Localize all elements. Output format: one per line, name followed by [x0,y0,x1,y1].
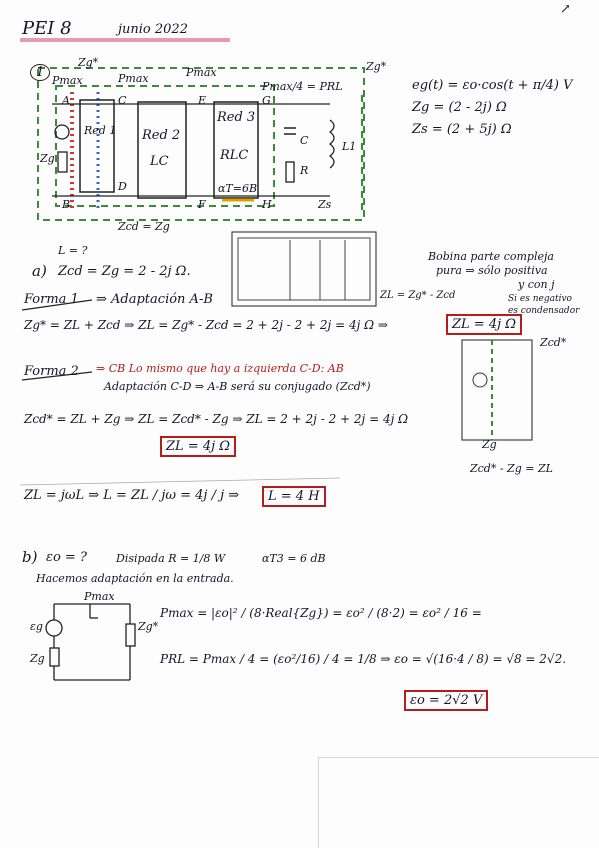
red2-type: LC [150,154,169,169]
forma2-label: Forma 2 [24,364,79,379]
pmax2-label: Pmax [118,72,149,85]
forma2-eq: Zcd* = ZL + Zg ⇒ ZL = Zcd* - Zg ⇒ ZL = 2… [24,412,409,426]
red3-label: Red 3 [217,110,256,125]
result-forma1: ZL = 4j Ω [446,314,523,335]
page-title: PEI 8 [22,18,72,39]
corner-mark: ↗ [560,2,571,17]
part-a-label: a) [32,262,47,280]
zs-label: Zs [318,198,332,211]
part-b-question: εo = ? [46,550,87,565]
problem-number: 1 [30,64,51,81]
side-note-5: es condensador [508,306,580,316]
zcd-eq-label: Zcd = Zg [118,220,170,233]
part-b-label: b) [22,548,38,566]
pmax4-label: Pmax/4 = PRL [262,80,343,93]
node-f-label: F [198,198,206,211]
side-note-1: Bobina parte compleja [428,250,554,263]
alpha-label: αT=6B [218,182,258,195]
zg-star-top-label: Zg* [78,56,99,69]
eq-prl: PRL = Pmax / 4 = (εo²/16) / 4 = 1/8 ⇒ εo… [160,652,567,666]
circ-pmax-label: Pmax [84,590,115,603]
part-b-given1: Disipada R = 1/8 W [116,552,226,565]
node-d-label: D [118,180,127,193]
eq-pmax: Pmax = |εo|² / (8·Real{Zg}) = εo² / (8·2… [160,606,482,620]
node-b-label: B [62,198,71,211]
cap-label: C [300,134,309,147]
ind-label: L1 [342,140,357,153]
node-g-label: G [262,94,271,107]
eq-zg: Zg = (2 - 2j) Ω [412,100,507,115]
zg-star-right-label: Zg* [366,60,387,73]
red3-type: RLC [220,148,249,163]
circ-eg-label: εg [30,620,43,633]
side-note-4: Si es negativo [508,294,572,304]
eq-inductance: ZL = jωL ⇒ L = ZL / jω = 4j / j ⇒ [24,488,240,503]
result-inductance: L = 4 H [262,486,326,507]
red1-label: Red 1 [84,124,117,137]
eq-zs: Zs = (2 + 5j) Ω [412,122,512,137]
eq-eg: eg(t) = εo·cos(t + π/4) V [412,78,573,93]
node-c-label: C [118,94,127,107]
res-label: R [300,164,309,177]
side-bottom-eq: Zcd* - Zg = ZL [470,462,553,475]
forma1-label: Forma 1 [24,292,79,307]
side-note-3: y con j [518,278,555,291]
red2-label: Red 2 [142,128,181,143]
page-fold [318,757,599,848]
page-date: junio 2022 [118,22,188,37]
part-b-given2: αT3 = 6 dB [262,552,326,565]
forma1-eq: Zg* = ZL + Zcd ⇒ ZL = Zg* - Zcd = 2 + 2j… [24,318,388,332]
part-a-question: L = ? [58,244,88,257]
circ-zgstar-label: Zg* [138,620,159,633]
forma2-text: ⇒ CB Lo mismo que hay a izquierda C-D: A… [96,362,344,375]
node-h-label: H [262,198,272,211]
pmax3-label: Pmax [186,66,217,79]
part-a-line1: Zcd = Zg = 2 - 2j Ω. [58,264,191,279]
forma2-text2: Adaptación C-D ⇒ A-B será su conjugado (… [104,380,371,393]
node-e-label: E [198,94,207,107]
result-eo: εo = 2√2 V [404,690,489,711]
pmax1-label: Pmax [52,74,83,87]
side-zg: Zg [482,438,497,451]
forma1-text: ⇒ Adaptación A-B [96,292,213,307]
zg-left-label: Zg [40,152,55,165]
part-a-zl-note: ZL = Zg* - Zcd [380,290,456,301]
circ-zg-label: Zg [30,652,45,665]
side-note-2: pura ⇒ sólo positiva [436,264,548,277]
node-a-label: A [62,94,70,107]
result-forma2: ZL = 4j Ω [160,436,237,457]
part-b-intro: Hacemos adaptación en la entrada. [36,572,234,585]
side-zcd-star: Zcd* [540,336,567,349]
